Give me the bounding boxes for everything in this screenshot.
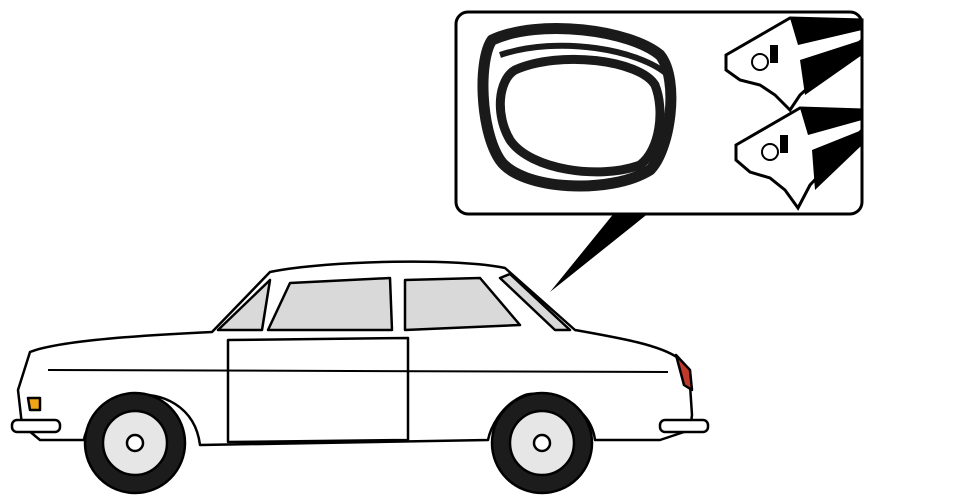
seal-cross-section-top bbox=[724, 16, 864, 113]
indicator-light bbox=[26, 396, 42, 412]
windshield bbox=[498, 272, 572, 332]
front-wheel bbox=[83, 391, 187, 495]
callout-pointer bbox=[550, 212, 650, 292]
quarter-window bbox=[216, 278, 272, 332]
front-bumper bbox=[10, 418, 62, 434]
tail-light bbox=[674, 353, 694, 392]
rear-window bbox=[266, 276, 394, 332]
rubber-seal-ring bbox=[477, 22, 677, 192]
seal-cross-section-bottom bbox=[734, 106, 864, 211]
door-outline bbox=[226, 336, 410, 444]
rear-bumper bbox=[658, 418, 710, 434]
car-illustration bbox=[10, 260, 710, 495]
front-window bbox=[403, 276, 522, 332]
rear-wheel bbox=[490, 391, 594, 495]
